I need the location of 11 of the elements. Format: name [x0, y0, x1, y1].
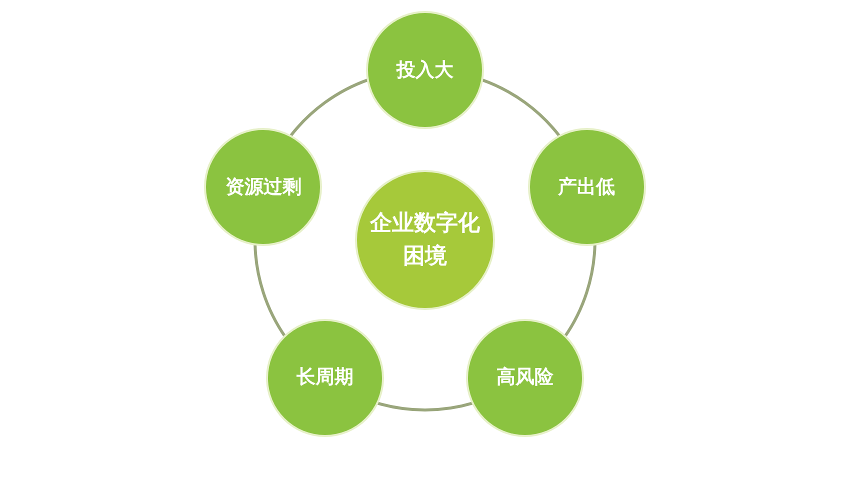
circle-node: 企业数字化困境	[357, 172, 493, 308]
ring-connector	[563, 244, 596, 338]
circle-node: 投入大	[368, 13, 482, 127]
ring-connector	[480, 78, 562, 138]
circle-node: 产出低	[530, 130, 644, 244]
circle-node: 资源过剩	[206, 130, 320, 244]
ring-connector	[376, 401, 474, 412]
ring-connector	[254, 244, 287, 338]
ring-connector	[288, 78, 370, 138]
circle-node: 高风险	[468, 320, 582, 435]
circle-node: 长周期	[268, 320, 382, 435]
